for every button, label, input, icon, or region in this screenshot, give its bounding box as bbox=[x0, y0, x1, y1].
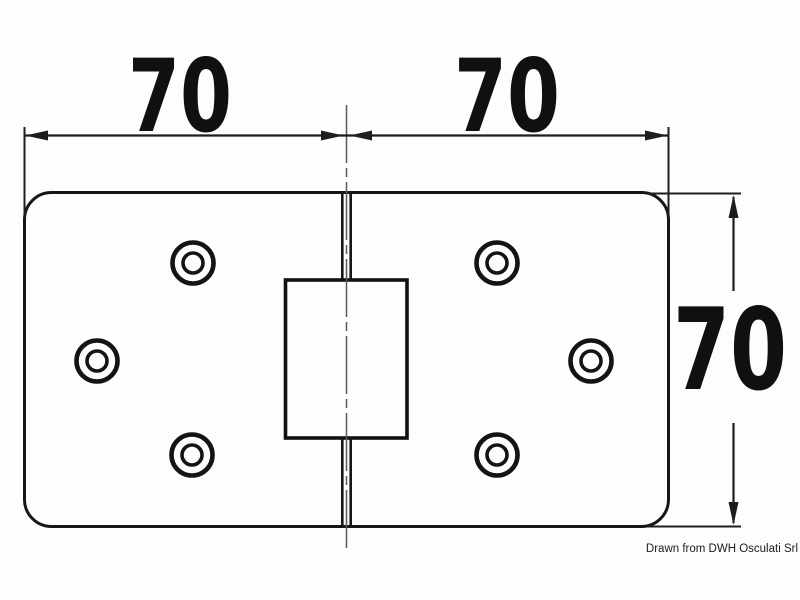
arrow-up bbox=[728, 195, 739, 218]
arrow-left-end bbox=[25, 130, 48, 141]
screw-hole-bottom-right bbox=[474, 432, 520, 478]
dimension-label-right: 70 bbox=[673, 284, 787, 416]
hinge-pin-lines bbox=[340, 193, 353, 526]
screw-holes bbox=[74, 240, 614, 478]
screw-hole-middle-right bbox=[568, 338, 614, 384]
dimension-label-top-left: 70 bbox=[128, 37, 232, 155]
dimension-label-top-right: 70 bbox=[454, 37, 560, 155]
arrow-center-right bbox=[349, 130, 372, 141]
dimension-arrows-top bbox=[25, 130, 668, 141]
screw-hole-bottom-left bbox=[169, 432, 215, 478]
screw-hole-middle-left bbox=[74, 338, 120, 384]
top-dimension bbox=[23, 127, 670, 218]
screw-hole-top-right bbox=[474, 240, 520, 286]
screw-hole-top-left bbox=[170, 240, 216, 286]
arrow-down bbox=[728, 502, 739, 525]
arrow-right-end bbox=[645, 130, 668, 141]
arrow-center-left bbox=[321, 130, 344, 141]
credit-text: Drawn from DWH Osculati Srl bbox=[646, 543, 798, 555]
dimension-arrows-right bbox=[728, 195, 739, 525]
right-dimension bbox=[648, 192, 741, 528]
